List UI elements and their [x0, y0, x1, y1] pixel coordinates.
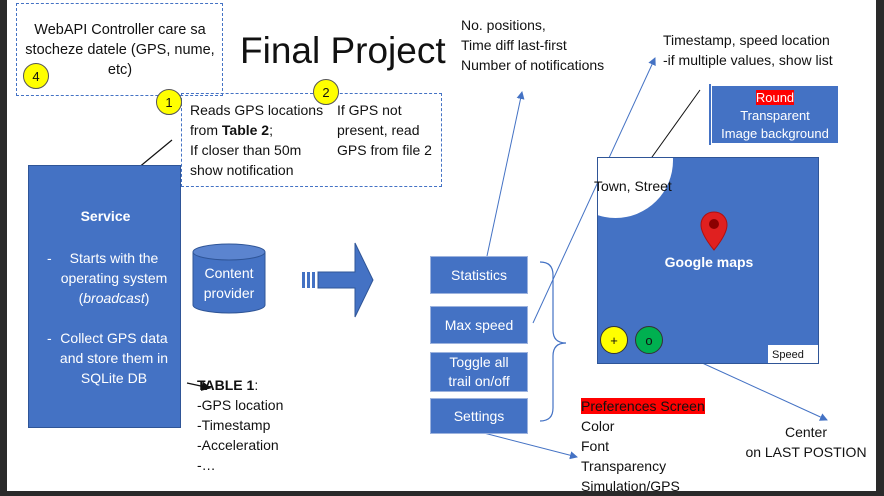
content-provider-line1: Content: [204, 265, 254, 281]
content-provider-label: Content provider: [193, 263, 265, 303]
stats-note-line: No. positions,: [461, 17, 546, 33]
preferences-item: Color: [581, 418, 615, 434]
speed-note-line: Timestamp, speed location: [663, 32, 830, 48]
settings-button[interactable]: Settings: [430, 398, 528, 434]
table1-item: -Acceleration: [197, 437, 279, 453]
speed-label: Speed: [767, 344, 818, 363]
service-bullet1-dash: -: [47, 250, 52, 266]
statistics-button[interactable]: Statistics: [430, 256, 528, 294]
zoom-in-button[interactable]: +: [600, 326, 628, 354]
reads-text: Reads GPS locations from Table 2; If clo…: [190, 100, 335, 180]
reads-line1: Reads GPS locations: [190, 102, 324, 118]
page-title: Final Project: [240, 30, 446, 71]
service-bullet1-c-wrap: (broadcast): [78, 290, 150, 306]
reads-line2-prefix: from: [190, 122, 222, 138]
stats-note: No. positions, Time diff last-first Numb…: [461, 15, 631, 75]
center-note: Center on LAST POSTION: [736, 422, 876, 462]
table1-list: TABLE 1: -GPS location -Timestamp -Accel…: [197, 375, 307, 475]
service-bullet2-c: SQLite DB: [80, 370, 148, 386]
window-frame-bottom: [0, 491, 884, 496]
badge-4: 4: [23, 63, 49, 89]
table1-title: TABLE 1: [197, 377, 255, 393]
preferences-item: Font: [581, 438, 610, 454]
reads-line2-suffix: ;: [269, 122, 273, 138]
arrow-settings-to-prefs: [479, 431, 578, 460]
service-bullet1-b: operating system: [60, 270, 168, 286]
webapi-box: [16, 3, 223, 96]
arrow-map-to-center: [699, 361, 828, 421]
gps-fallback-line1: If GPS not: [337, 102, 402, 118]
legend-line3: Image background: [721, 126, 829, 141]
preferences-title: Preferences Screen: [581, 398, 705, 414]
service-bullet2: - Collect GPS data and store them in SQL…: [47, 328, 179, 388]
preferences-item: Simulation/GPS: [581, 478, 680, 494]
map-container: Google maps + o Speed: [597, 157, 819, 364]
stats-note-line: Time diff last-first: [461, 37, 567, 53]
center-note-line: Center: [784, 424, 828, 440]
town-street-label: Town, Street: [594, 178, 672, 194]
window-frame-left: [0, 0, 7, 496]
service-box: Service - Starts with the operating syst…: [28, 165, 181, 428]
reads-box: [181, 93, 442, 187]
service-bullet1-c: broadcast: [83, 290, 145, 306]
service-title: Service: [80, 208, 131, 224]
window-frame-right: [876, 0, 884, 496]
arrow-statistics-to-note: [486, 91, 525, 257]
legend-line2: Transparent: [740, 108, 810, 123]
big-arrow-shape: [317, 242, 374, 318]
big-arrow-stripe-3: [312, 272, 315, 288]
table1-item: -Timestamp: [197, 417, 271, 433]
content-provider-line2: provider: [203, 285, 255, 301]
map-label: Google maps: [664, 254, 754, 270]
stats-note-line: Number of notifications: [461, 57, 605, 73]
legend-round-row: Round: [712, 89, 838, 107]
badge-1: 1: [156, 89, 182, 115]
reads-line3: If closer than 50m: [190, 142, 302, 158]
buttons-bracket: [539, 261, 567, 422]
legend-round: Round: [755, 90, 795, 105]
reads-line2: from Table 2;: [190, 120, 335, 140]
service-bullet1: - Starts with the operating system (broa…: [47, 248, 179, 308]
table1-title-row: TABLE 1:: [197, 377, 259, 393]
table1-item: -…: [197, 457, 216, 473]
center-note-line: on LAST POSTION: [745, 444, 867, 460]
gps-fallback-text: If GPS not present, read GPS from file 2: [337, 100, 441, 160]
table1-item: -GPS location: [197, 397, 284, 413]
big-arrow-stripe-1: [302, 272, 305, 288]
toggle-trail-button[interactable]: Toggle all trail on/off: [430, 352, 528, 392]
preferences-list: Preferences Screen Color Font Transparen…: [581, 396, 731, 496]
map-pin-icon: [700, 211, 728, 251]
zoom-out-button[interactable]: o: [635, 326, 663, 354]
speed-note: Timestamp, speed location -if multiple v…: [663, 30, 863, 70]
max-speed-button[interactable]: Max speed: [430, 306, 528, 344]
service-bullet1-a: Starts with the: [69, 250, 159, 266]
service-bullet2-dash: -: [47, 330, 52, 346]
preferences-item: Transparency: [581, 458, 667, 474]
arrow-service-to-table1: [186, 381, 212, 391]
webapi-text: WebAPI Controller care sa stocheze datel…: [25, 22, 215, 78]
service-bullet2-b: and store them in: [59, 350, 169, 366]
gps-fallback-line3: GPS from file 2: [337, 142, 432, 158]
big-arrow-stripe-2: [307, 272, 310, 288]
reads-line4: show notification: [190, 162, 294, 178]
gps-fallback-line2: present, read: [337, 122, 420, 138]
reads-line2-bold: Table 2: [221, 122, 270, 138]
badge-2: 2: [313, 79, 339, 105]
service-bullet2-a: Collect GPS data: [60, 330, 168, 346]
speed-note-line: -if multiple values, show list: [663, 52, 833, 68]
legend-box: Round Transparent Image background: [712, 86, 838, 143]
preferences-title-row: Preferences Screen: [581, 396, 731, 416]
